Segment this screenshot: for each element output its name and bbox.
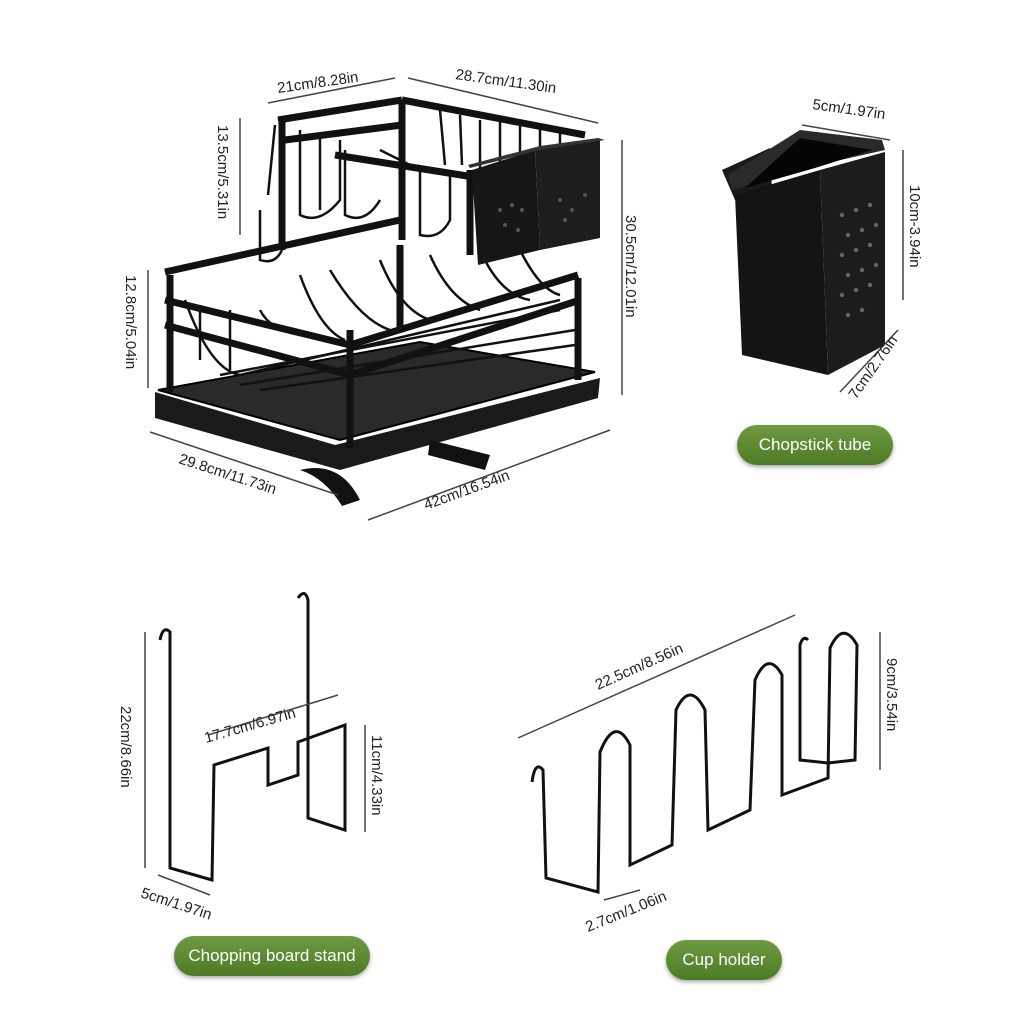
dish-rack-illustration: [155, 96, 605, 506]
rack-base-width-label: 42cm/16.54in: [422, 467, 512, 514]
cup-holder-illustration: [530, 631, 859, 894]
cup-holder-dimension-lines: [517, 614, 881, 901]
cup-holder-height-label: 9cm/3.54in: [883, 658, 900, 731]
stand-height-label: 22cm/8.66in: [117, 706, 134, 788]
cup-holder-label: Cup holder: [666, 940, 782, 980]
chopstick-tube-illustration: [722, 130, 885, 375]
stand-width-label: 17.7cm/6.97in: [202, 705, 297, 747]
chopping-board-stand-label: Chopping board stand: [174, 936, 370, 976]
cup-holder-length-label: 22.5cm/8.56in: [593, 640, 686, 694]
tube-height-label: 10cm-3.94in: [906, 185, 923, 268]
chopstick-tube-label: Chopstick tube: [737, 425, 893, 465]
rack-total-height-label: 30.5cm/12.01in: [622, 215, 639, 318]
tube-width-label: 5cm/1.97in: [811, 96, 886, 123]
tube-dimension-lines: [801, 124, 904, 393]
stand-inner-height-label: 11cm/4.33in: [368, 735, 385, 816]
stand-dimension-lines: [144, 632, 366, 896]
chopping-board-stand-illustration: [158, 592, 347, 882]
rack-dimension-lines: [147, 77, 623, 521]
rack-upper-height-label: 13.5cm/5.31in: [214, 125, 231, 219]
cup-holder-gap-label: 2.7cm/1.06in: [583, 888, 669, 936]
rack-lower-height-label: 12.8cm/5.04in: [122, 275, 139, 369]
stand-depth-label: 5cm/1.97in: [139, 885, 214, 924]
